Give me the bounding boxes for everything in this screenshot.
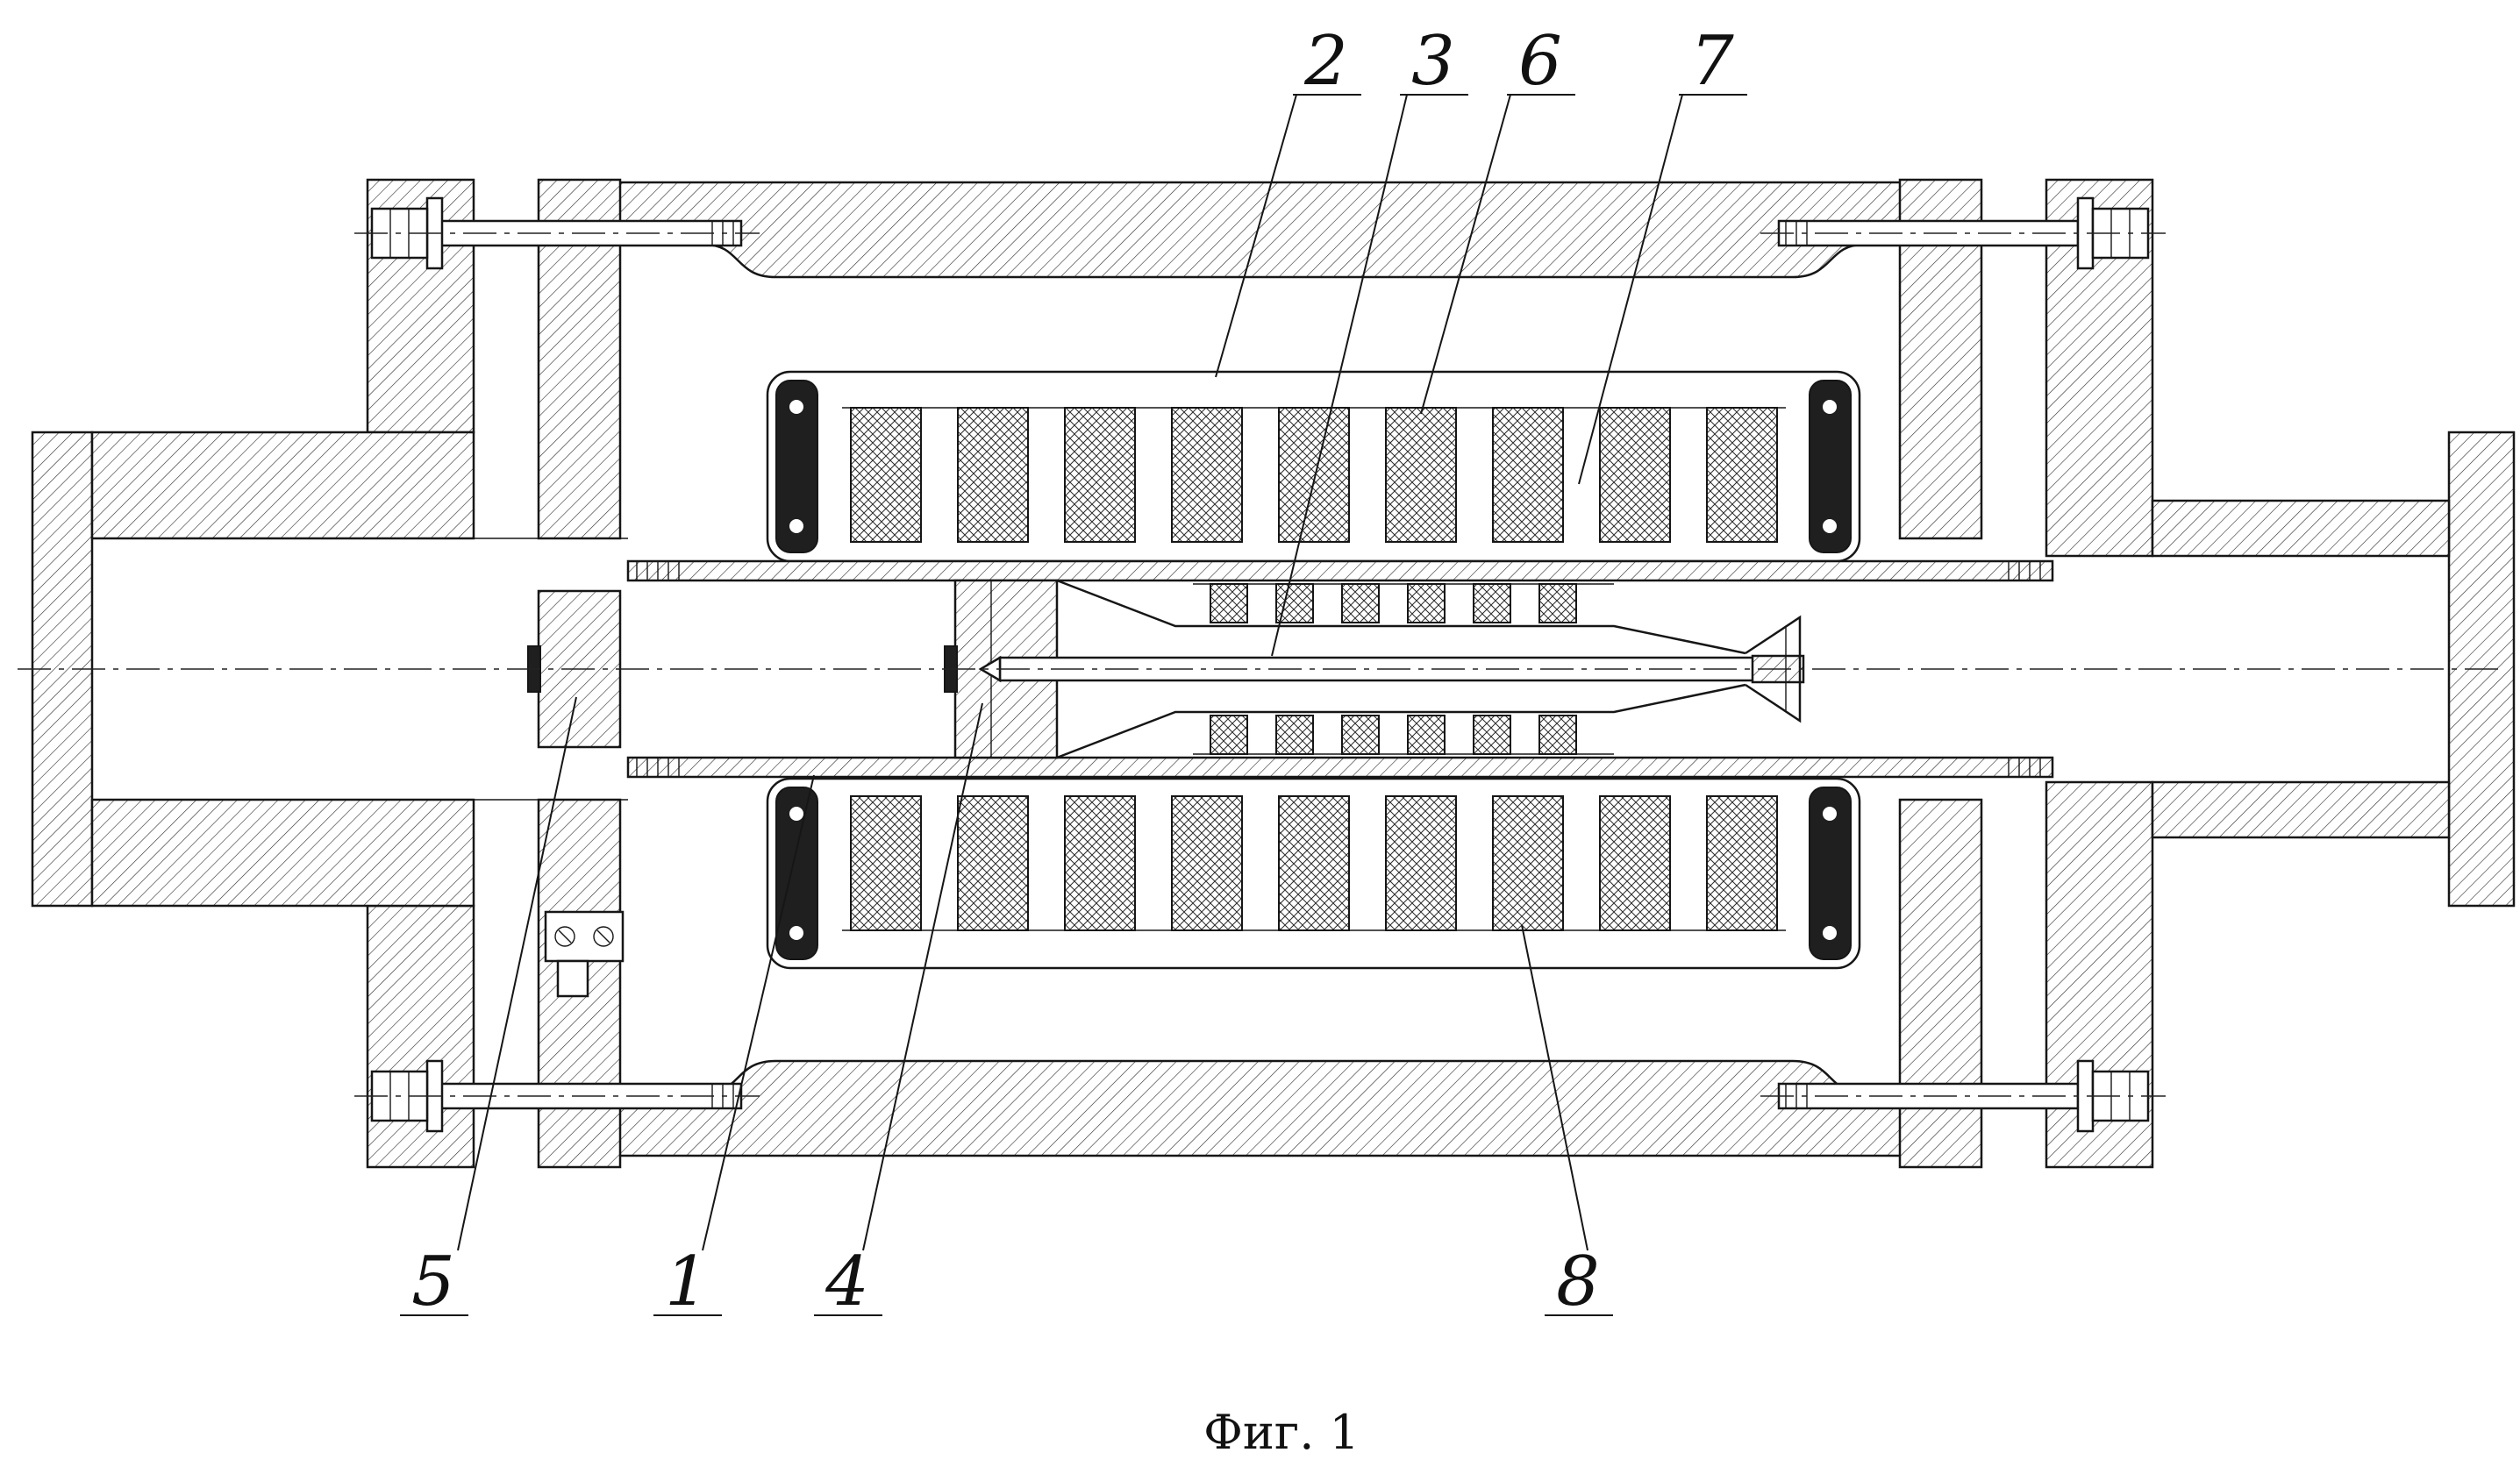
stator-bottom-assembly: [766, 777, 1861, 970]
callout-6-label: 6: [1518, 22, 1562, 101]
central-tube: [626, 559, 2054, 779]
callout-3-label: 3: [1411, 22, 1455, 101]
callout-leaders: [400, 94, 1747, 1316]
callout-8-label: 8: [1556, 1243, 1600, 1321]
callout-4-label: 4: [825, 1243, 869, 1321]
callout-5-label: 5: [411, 1243, 455, 1321]
bracket-detail: [544, 910, 625, 998]
flange-bolts: [354, 196, 2166, 1133]
callout-7-label: 7: [1690, 22, 1734, 101]
callout-1-label: 1: [665, 1243, 709, 1321]
left-flange-pipe: [31, 431, 628, 908]
callout-2-label: 2: [1303, 22, 1348, 101]
callout-labels: 2 3 6 7 5 1 4 8: [411, 22, 1734, 1321]
stator-top-assembly: [766, 370, 1861, 563]
right-flange-pipe: [2052, 431, 2516, 908]
figure-caption: Фиг. 1: [1203, 1405, 1360, 1460]
tube-thread-ticks: [636, 561, 2041, 777]
